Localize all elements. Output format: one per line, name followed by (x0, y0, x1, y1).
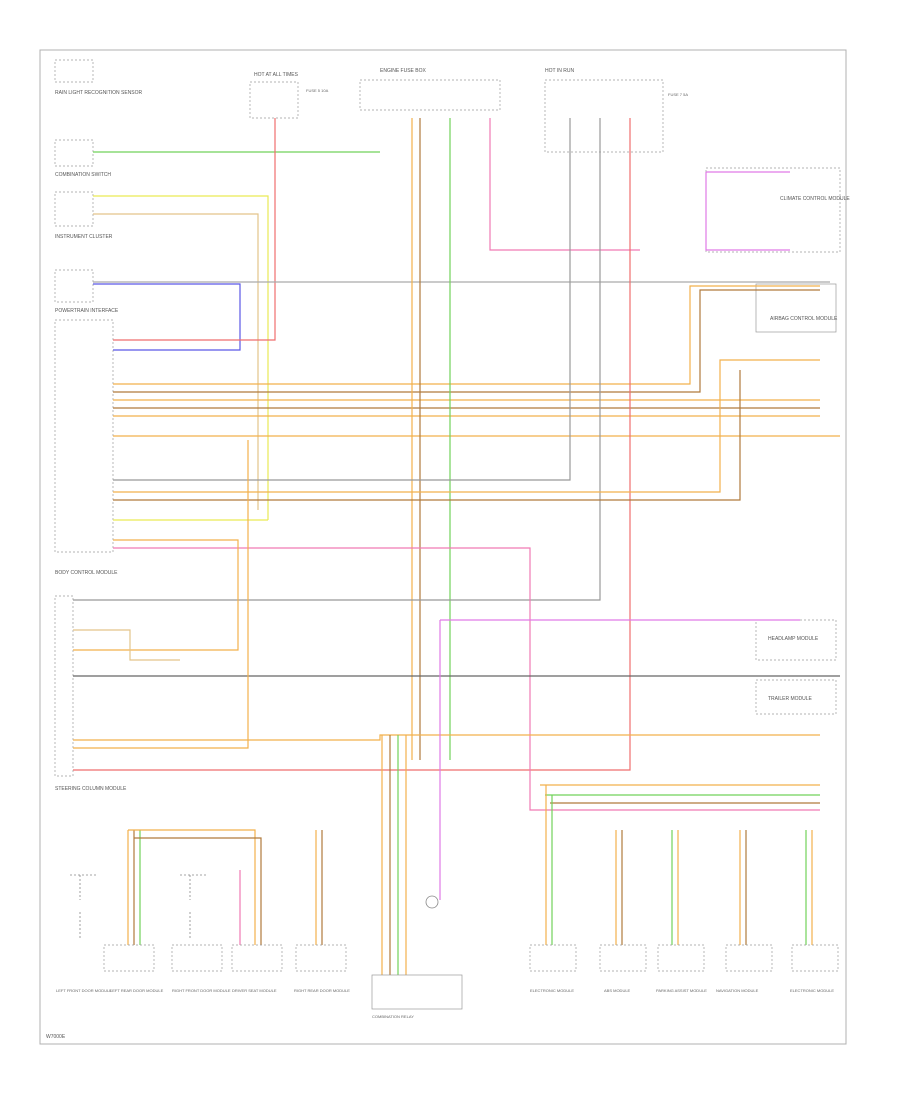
wire-magenta (705, 171, 790, 251)
wire-brown-5 (113, 370, 741, 501)
body-control-module: BODY CONTROL MODULE (54, 319, 118, 576)
bottom-connectors (127, 620, 813, 975)
svg-text:STEERING COLUMN MODULE: STEERING COLUMN MODULE (55, 786, 127, 792)
svg-text:POWERTRAIN INTERFACE: POWERTRAIN INTERFACE (55, 308, 119, 314)
svg-text:ELECTRONIC MODULE: ELECTRONIC MODULE (530, 988, 574, 993)
svg-text:NAVIGATION MODULE: NAVIGATION MODULE (716, 988, 759, 993)
svg-text:BODY CONTROL MODULE: BODY CONTROL MODULE (55, 570, 118, 576)
diagram-frame (39, 49, 847, 1045)
svg-text:DRIVER SEAT MODULE: DRIVER SEAT MODULE (232, 988, 277, 993)
svg-text:HEADLAMP MODULE: HEADLAMP MODULE (768, 636, 819, 642)
svg-text:RIGHT REAR DOOR MODULE: RIGHT REAR DOOR MODULE (294, 988, 350, 993)
steering-column-module: STEERING COLUMN MODULE (54, 595, 127, 792)
svg-text:RIGHT FRONT DOOR MODULE: RIGHT FRONT DOOR MODULE (172, 988, 231, 993)
svg-text:INSTRUMENT CLUSTER: INSTRUMENT CLUSTER (55, 234, 113, 240)
powertrain-module: POWERTRAIN INTERFACE (54, 269, 119, 314)
wire-brown-1 (113, 289, 820, 393)
wire-red-fuse (113, 118, 276, 341)
rain-sensor: RAIN LIGHT RECOGNITION SENSOR (54, 59, 143, 96)
wire-grey-v2 (73, 118, 601, 601)
wire-red-v (73, 118, 631, 771)
wire-orange-6 (73, 539, 239, 651)
hvac-module: CLIMATE CONTROL MODULE (705, 167, 850, 253)
footer-code: W7000E (46, 1034, 66, 1040)
small-switch-symbols (70, 874, 439, 940)
svg-text:COMBINATION RELAY: COMBINATION RELAY (372, 1014, 414, 1019)
fuse-box-top-center: ENGINE FUSE BOX (359, 68, 501, 111)
wire-grey-v1 (113, 118, 571, 481)
wire-blue (93, 283, 241, 351)
svg-text:HOT IN RUN: HOT IN RUN (545, 68, 574, 74)
wire-pink-5 (113, 547, 820, 811)
svg-text:HOT AT ALL TIMES: HOT AT ALL TIMES (254, 72, 299, 78)
wire-yellow-1 (93, 195, 269, 520)
svg-text:RAIN LIGHT RECOGNITION SENSOR: RAIN LIGHT RECOGNITION SENSOR (55, 90, 143, 96)
wire-tan-1 (93, 213, 259, 510)
combination-switch: COMBINATION SWITCH (54, 139, 111, 178)
bottom-module-labels: LEFT FRONT DOOR MODULE LEFT REAR DOOR MO… (56, 988, 834, 1019)
svg-text:COMBINATION SWITCH: COMBINATION SWITCH (55, 172, 111, 178)
wire-orange-5 (113, 359, 820, 493)
svg-text:ABS MODULE: ABS MODULE (604, 988, 631, 993)
svg-text:AIRBAG CONTROL MODULE: AIRBAG CONTROL MODULE (770, 316, 838, 322)
fuse-box-top-left: HOT AT ALL TIMES FUSE 5 10A (249, 72, 329, 119)
svg-text:LEFT FRONT DOOR MODULE: LEFT FRONT DOOR MODULE (56, 988, 112, 993)
trailer-module: TRAILER MODULE (755, 679, 837, 715)
svg-text:TRAILER MODULE: TRAILER MODULE (768, 696, 813, 702)
svg-text:ENGINE FUSE BOX: ENGINE FUSE BOX (380, 68, 427, 74)
wire-tan-8 (73, 629, 180, 661)
wire-pink-v (489, 118, 640, 251)
svg-text:LEFT REAR DOOR MODULE: LEFT REAR DOOR MODULE (110, 988, 164, 993)
svg-text:ELECTRONIC MODULE: ELECTRONIC MODULE (790, 988, 834, 993)
svg-text:FUSE 7 5A: FUSE 7 5A (668, 92, 688, 97)
fuse-box-top-right: HOT IN RUN FUSE 7 5A (544, 68, 688, 153)
wire-orange-8 (73, 734, 820, 741)
wire-orange-7 (73, 440, 249, 749)
svg-text:FUSE 5 10A: FUSE 5 10A (306, 88, 329, 93)
wire-orange-1 (113, 285, 820, 385)
airbag-module: AIRBAG CONTROL MODULE (755, 283, 838, 333)
svg-text:PARKING ASSIST MODULE: PARKING ASSIST MODULE (656, 988, 707, 993)
svg-text:CLIMATE CONTROL MODULE: CLIMATE CONTROL MODULE (780, 196, 850, 202)
headlamp-module: HEADLAMP MODULE (755, 619, 837, 661)
instrument-cluster: INSTRUMENT CLUSTER (54, 191, 113, 240)
bottom-modules (103, 944, 839, 1010)
